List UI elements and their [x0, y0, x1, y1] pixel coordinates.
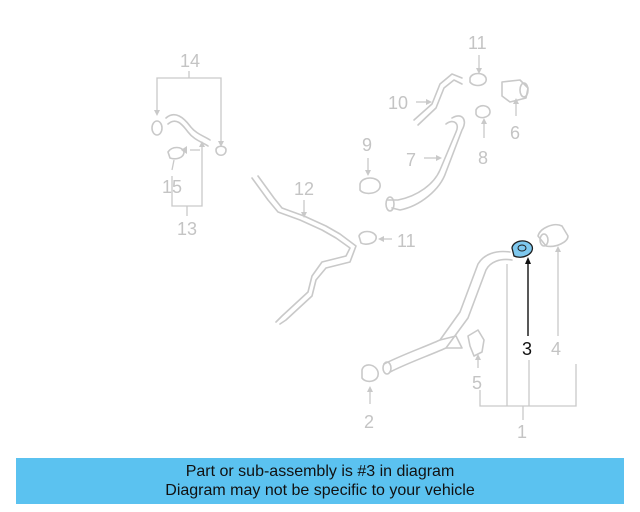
- bracket-part-5: [467, 329, 485, 357]
- clamp-part-2: [361, 364, 379, 383]
- hose-part-10: [413, 73, 463, 121]
- callout-9: 9: [362, 135, 372, 155]
- callout-1: 1: [517, 422, 527, 442]
- callout-12: 12: [294, 179, 314, 199]
- part-group-12: 12: [251, 175, 357, 325]
- part-group-6-to-11: 11 10 6 8 7 9: [359, 33, 529, 212]
- callout-11-middle: 11: [397, 231, 416, 251]
- callout-6: 6: [510, 123, 520, 143]
- callout-15: 15: [162, 177, 182, 197]
- clamp-part: [151, 120, 163, 136]
- fitting-part-4: [537, 223, 569, 248]
- hose-part-1: [389, 258, 513, 373]
- callout-10: 10: [388, 93, 408, 113]
- banner-line-1: Part or sub-assembly is #3 in diagram: [185, 463, 455, 480]
- part-group-11-middle: 11: [358, 230, 416, 251]
- callout-4: 4: [551, 339, 561, 359]
- clamp-part-11-top: [469, 72, 487, 87]
- callout-3: 3: [522, 339, 532, 359]
- part-group-1-to-5: 2 5 4 1 3: [361, 223, 577, 442]
- fitting-part-6: [501, 79, 529, 103]
- part-group-13-14-15: 14 15 13: [151, 51, 227, 239]
- clamp-part-11: [358, 230, 377, 245]
- highlighted-clamp-part-3[interactable]: [511, 240, 534, 258]
- banner-line-2: Diagram may not be specific to your vehi…: [165, 482, 475, 499]
- callout-2: 2: [364, 412, 374, 432]
- pipe-part-12: [251, 177, 351, 323]
- callout-14: 14: [180, 51, 200, 71]
- callout-11-top: 11: [468, 33, 487, 53]
- fitting-part-15: [167, 146, 185, 160]
- callout-5: 5: [472, 373, 482, 393]
- clamp-part-9: [359, 177, 381, 195]
- callout-13: 13: [177, 219, 197, 239]
- callout-7: 7: [406, 150, 416, 170]
- clamp-part-8: [475, 104, 491, 119]
- hose-part-14: [165, 113, 211, 141]
- hose-part-7: [391, 115, 466, 211]
- clamp-part-right: [215, 145, 227, 157]
- callout-8: 8: [478, 148, 488, 168]
- info-banner: Part or sub-assembly is #3 in diagram Di…: [16, 458, 624, 504]
- leader-1: [479, 364, 577, 407]
